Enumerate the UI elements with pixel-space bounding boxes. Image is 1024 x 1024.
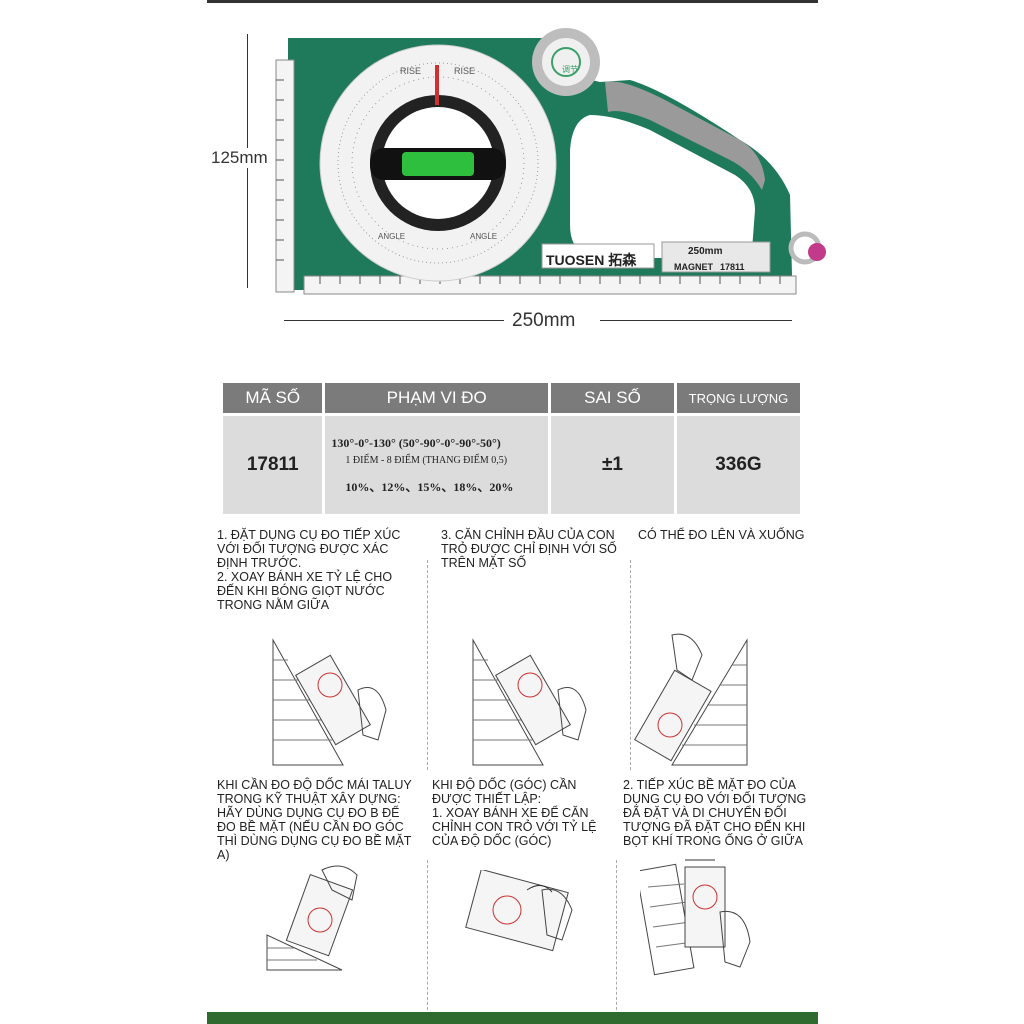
illustration-wall-1 [272, 638, 387, 766]
height-label: 125mm [211, 148, 268, 168]
illustration-set-angle [465, 870, 573, 952]
instruction-slope: KHI CẦN ĐO ĐỘ DỐC MÁI TALUY TRONG KỸ THU… [217, 778, 412, 862]
badge-size: 250mm [688, 246, 723, 257]
instruction-step-1-text: 1. ĐẶT DỤNG CỤ ĐO TIẾP XÚC VỚI ĐỐI TƯỢNG… [217, 528, 401, 570]
width-label: 250mm [512, 310, 576, 331]
dial-angle-left: ANGLE [378, 232, 406, 241]
separator-2 [630, 560, 631, 770]
dial-rise-left: RISE [400, 66, 422, 76]
instruction-contact: 2. TIẾP XÚC BỀ MẶT ĐO CỦA DỤNG CỤ ĐO VỚI… [623, 778, 807, 848]
illustration-wall-3 [633, 633, 748, 766]
badge-model: 17811 [720, 262, 745, 272]
header-weight: TRỌNG LƯỢNG [676, 383, 800, 413]
weight-value: 336G [676, 416, 800, 514]
separator-1 [427, 560, 428, 770]
illustration-contact [640, 859, 751, 976]
illustration-slope [266, 865, 358, 971]
spec-header-row: MÃ SỐ PHẠM VI ĐO SAI SỐ TRỌNG LƯỢNG [223, 383, 800, 413]
bottom-bar [207, 1012, 818, 1024]
instruction-set-angle-title: KHI ĐỘ DỐC (GÓC) CẦN ĐƯỢC THIẾT LẬP: [432, 778, 577, 806]
range-degrees: 130°-0°-130° (50°-90°-0°-90°-50°) [331, 435, 501, 450]
instruction-step-3: 3. CĂN CHỈNH ĐẦU CỦA CON TRỎ ĐƯỢC CHỈ ĐỊ… [441, 528, 617, 570]
separator-3 [427, 860, 428, 1010]
spec-table: MÃ SỐ PHẠM VI ĐO SAI SỐ TRỌNG LƯỢNG 1781… [220, 380, 803, 517]
header-range: PHẠM VI ĐO [325, 383, 549, 413]
accuracy-value: ±1 [551, 416, 674, 514]
dial-angle-right: ANGLE [470, 232, 498, 241]
width-dimension-line-left [284, 320, 504, 321]
instruction-set-angle-step: 1. XOAY BÁNH XE ĐỂ CĂN CHỈNH CON TRỎ VỚI… [432, 806, 597, 848]
range-percent: 10%、12%、15%、18%、20% [345, 479, 514, 494]
wheel-label: 调节 [562, 65, 578, 74]
dial-rise-right: RISE [454, 66, 476, 76]
model-value: 17811 [223, 416, 323, 514]
spec-value-row: 17811 130°-0°-130° (50°-90°-0°-90°-50°) … [223, 416, 800, 514]
badge-magnet: MAGNET [674, 262, 713, 272]
header-accuracy: SAI SỐ [551, 383, 674, 413]
instruction-set-angle: KHI ĐỘ DỐC (GÓC) CẦN ĐƯỢC THIẾT LẬP: 1. … [432, 778, 612, 848]
top-divider [207, 0, 818, 3]
illustration-wall-2 [472, 638, 587, 766]
slope-meter-illustration [275, 28, 826, 295]
width-dimension-line-right [600, 320, 792, 321]
instruction-step-1: 1. ĐẶT DỤNG CỤ ĐO TIẾP XÚC VỚI ĐỐI TƯỢNG… [217, 528, 417, 612]
separator-4 [616, 860, 617, 1010]
range-points: 1 ĐIỂM - 8 ĐIỂM (THANG ĐIỂM 0,5) [345, 454, 508, 466]
instruction-step-2-text: 2. XOAY BÁNH XE TỶ LỆ CHO ĐẾN KHI BÓNG G… [217, 570, 393, 612]
brand-logo-text: TUOSEN 拓森 [546, 252, 637, 268]
header-model: MÃ SỐ [223, 383, 323, 413]
range-value: 130°-0°-130° (50°-90°-0°-90°-50°) 1 ĐIỂM… [325, 416, 549, 514]
instruction-up-down: CÓ THỂ ĐO LÊN VÀ XUỐNG [638, 528, 805, 542]
